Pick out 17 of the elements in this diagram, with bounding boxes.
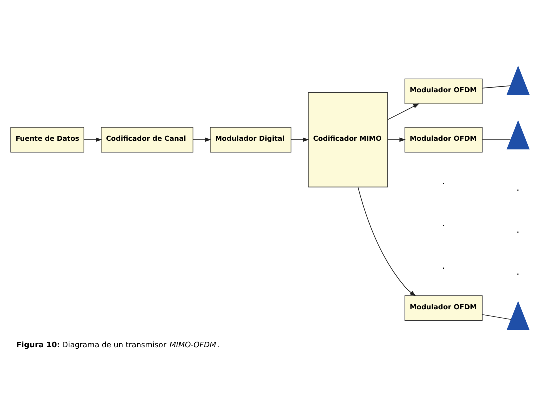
arrow (388, 138, 406, 142)
connector (482, 86, 512, 89)
label: . (442, 218, 446, 230)
arrow (84, 138, 102, 142)
arrow (291, 138, 310, 142)
label: . (442, 176, 446, 188)
node-antenna (506, 301, 530, 330)
arrow (358, 186, 416, 296)
arrow (193, 138, 212, 142)
node-antenna (506, 66, 530, 96)
connector (482, 314, 512, 320)
node-antenna (506, 120, 530, 150)
label: . (516, 267, 520, 278)
arrow (388, 104, 420, 120)
label: . (516, 182, 520, 194)
label: . (442, 260, 446, 272)
label: . (516, 224, 520, 236)
